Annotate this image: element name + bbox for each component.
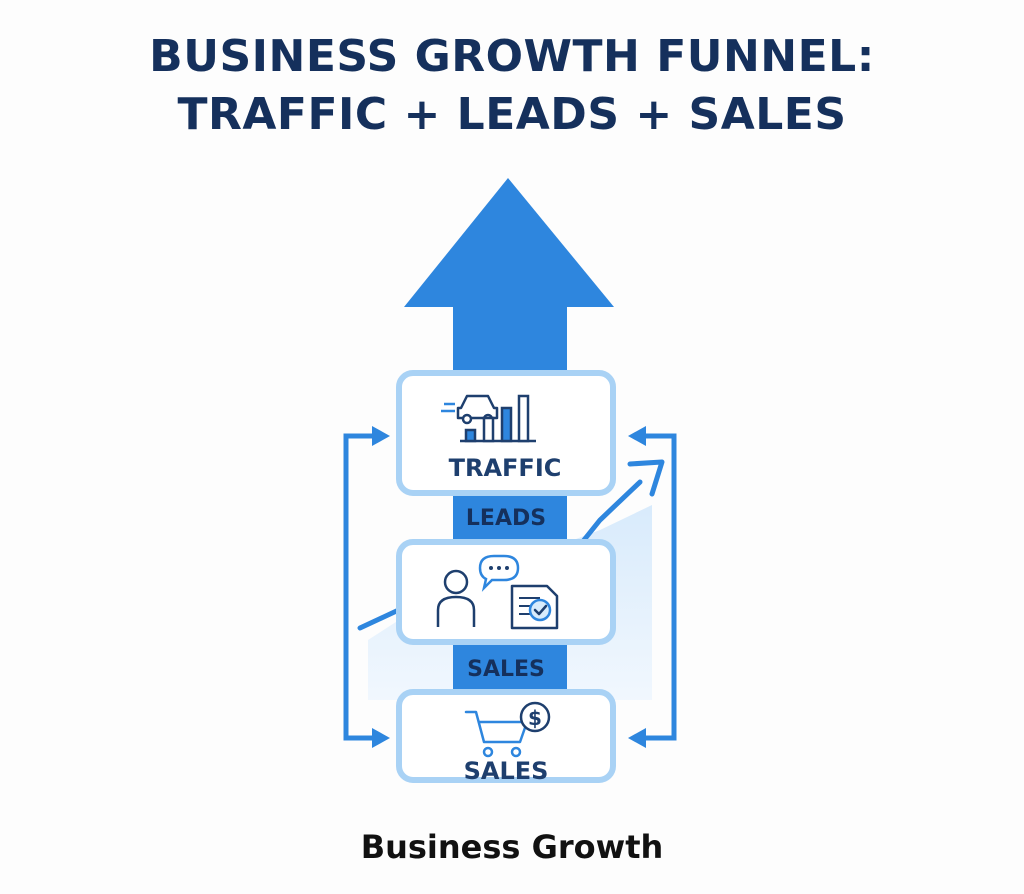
sales-band-label: SALES: [467, 657, 545, 682]
person-icon: [436, 569, 476, 627]
svg-text:$: $: [528, 706, 542, 730]
document-check-icon: [510, 584, 559, 630]
bar-chart-icon: [460, 394, 536, 443]
traffic-stage-box: TRAFFIC: [396, 370, 616, 496]
chat-bubble-icon: [478, 554, 520, 592]
left-loop-bracket: [343, 426, 390, 748]
dollar-coin-icon: $: [519, 701, 551, 733]
right-loop-bracket: [628, 426, 677, 748]
leads-stage-box: [396, 539, 616, 645]
diagram-caption: Business Growth: [360, 828, 664, 866]
leads-band-label: LEADS: [466, 506, 546, 531]
title-line-1: BUSINESS GROWTH FUNNEL:: [149, 31, 875, 82]
traffic-label: TRAFFIC: [449, 454, 562, 482]
sales-label: SALES: [464, 757, 549, 785]
title-line-2: TRAFFIC + LEADS + SALES: [177, 89, 847, 140]
sales-stage-box: $ SALES: [396, 689, 616, 785]
shopping-cart-icon: [464, 710, 529, 758]
diagram-title: BUSINESS GROWTH FUNNEL: TRAFFIC + LEADS …: [0, 28, 1024, 144]
